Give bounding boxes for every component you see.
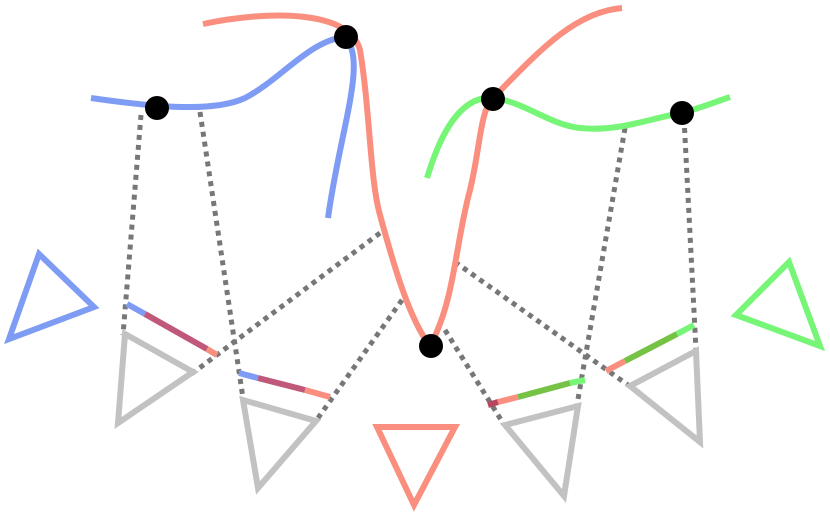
control-point <box>419 334 443 358</box>
projection-line <box>197 111 246 399</box>
control-point <box>334 25 358 49</box>
segment-green <box>675 322 696 337</box>
segment-red <box>304 387 331 400</box>
segment-blue <box>238 370 259 381</box>
red-triangle <box>372 424 460 512</box>
projection-line <box>188 230 382 378</box>
control-point <box>481 87 505 111</box>
projection-line <box>120 114 144 336</box>
segment-blue <box>125 301 147 317</box>
projection-line <box>574 127 628 406</box>
color-segments <box>125 301 696 408</box>
segment-mix <box>257 375 306 393</box>
green-triangle <box>730 256 826 352</box>
gray-triangle <box>624 346 704 449</box>
gray-triangle <box>114 329 199 429</box>
control-point <box>145 96 169 120</box>
projection-line <box>315 298 405 420</box>
gray-triangle <box>499 401 582 504</box>
gray-triangles <box>114 329 704 504</box>
projection-lines <box>120 111 699 425</box>
segment-green-mix <box>517 380 571 400</box>
red-curve <box>202 5 623 352</box>
control-point <box>670 101 694 125</box>
segment-mix <box>487 399 499 408</box>
projection-line <box>681 117 699 351</box>
segment-green <box>569 377 586 386</box>
projection-line <box>442 328 506 425</box>
blue-triangle <box>4 248 100 345</box>
segment-red <box>604 358 627 374</box>
control-points <box>145 25 694 358</box>
segment-mix <box>143 311 209 352</box>
blue-curve <box>90 33 357 219</box>
segment-green-mix <box>623 331 679 364</box>
segment-red <box>205 346 219 358</box>
projection-line <box>453 259 630 388</box>
segment-red <box>497 394 519 405</box>
gray-triangle <box>239 395 322 495</box>
